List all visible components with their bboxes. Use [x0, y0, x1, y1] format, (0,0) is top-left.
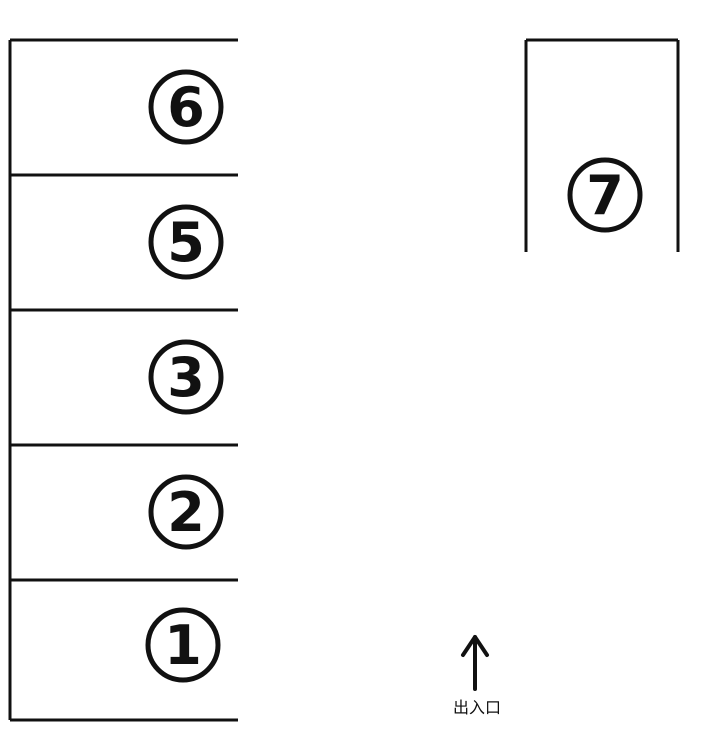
number-circle: [145, 607, 221, 683]
left-parking-row: [8, 38, 238, 722]
number-circle: [148, 69, 224, 145]
space-number-label: 7: [586, 164, 624, 227]
space-number-6: 6: [148, 69, 224, 145]
space-number-label: 2: [167, 481, 205, 544]
space-number-label: 5: [167, 211, 205, 274]
space-number-label: 1: [164, 614, 202, 677]
space-number-2: 2: [148, 474, 224, 550]
arrow-head: [461, 635, 489, 657]
right-parking-space: [524, 38, 680, 252]
arrow-up-icon: [461, 635, 489, 691]
space-number-3: 3: [148, 339, 224, 415]
entrance-label: 出入口: [452, 698, 501, 717]
space-number-label: 3: [167, 346, 205, 409]
number-circle: [148, 339, 224, 415]
space-number-1: 1: [145, 607, 221, 683]
number-circle: [148, 204, 224, 280]
number-circle: [567, 157, 643, 233]
space-number-7: 7: [567, 157, 643, 233]
space-number-5: 5: [148, 204, 224, 280]
number-circle: [148, 474, 224, 550]
space-number-label: 6: [167, 76, 205, 139]
